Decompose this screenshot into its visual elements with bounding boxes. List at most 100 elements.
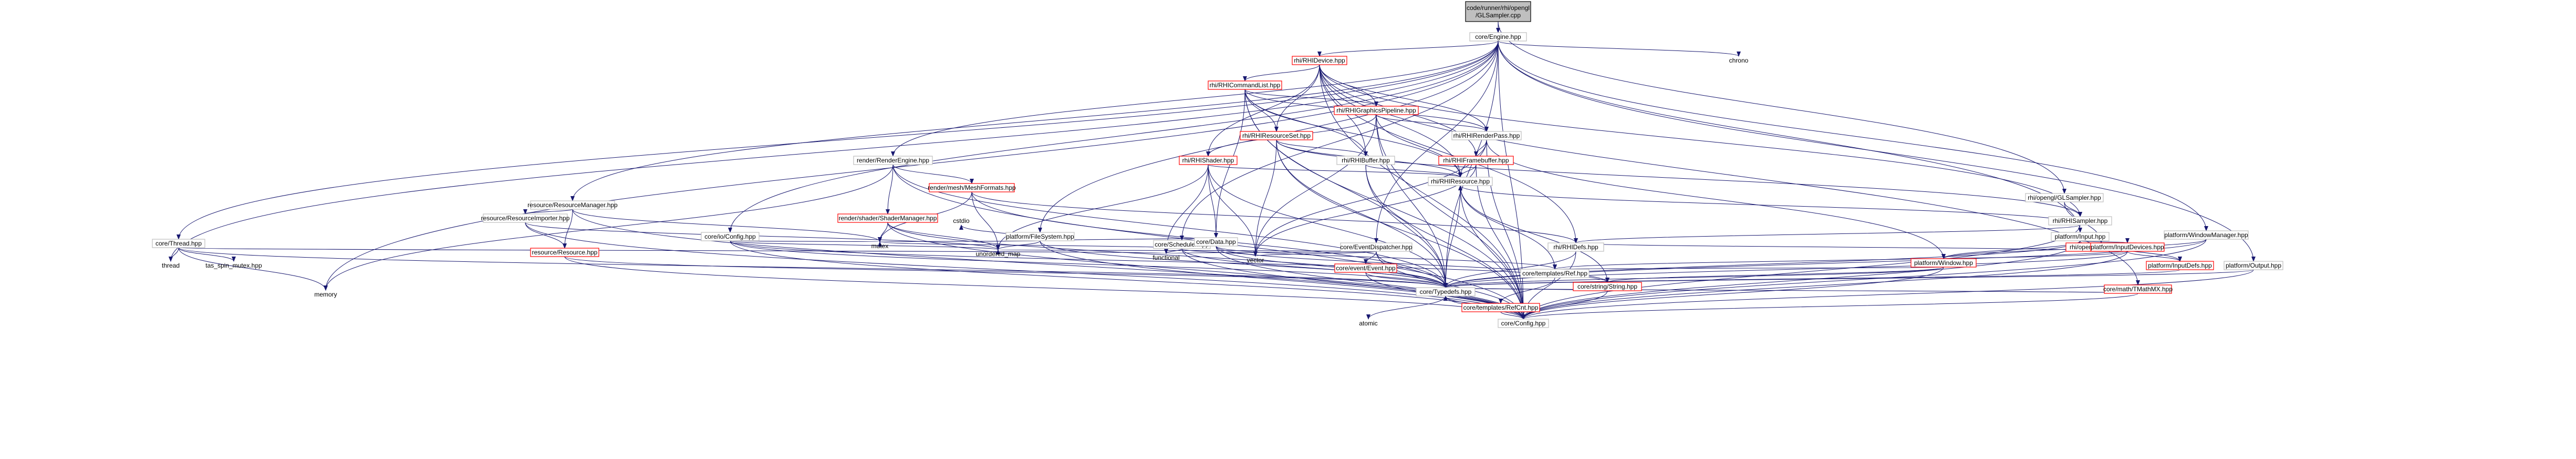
node-box — [1547, 242, 1604, 252]
edge-renderengine-to-memory — [324, 164, 894, 291]
node-label: functional — [1152, 254, 1179, 261]
node-gfxpipe[interactable]: rhi/RHIGraphicsPipeline.hpp — [1334, 106, 1419, 115]
edge-math-to-config — [1521, 293, 2138, 320]
node-box — [1573, 282, 1642, 291]
node-resource[interactable]: resource/Resource.hpp — [530, 248, 599, 257]
node-resmgr[interactable]: resource/ResourceManager.hpp — [527, 200, 618, 210]
edge-rhidevice-to-rhishader — [1206, 64, 1320, 157]
edge-rhidevice-to-cmdlist — [1243, 64, 1320, 81]
edge-rhiresource-to-string — [1460, 185, 1609, 283]
node-shadermgr[interactable]: render/shader/ShaderManager.hpp — [837, 213, 938, 223]
edge-resset-to-vector — [1253, 139, 1277, 257]
edge-resset-to-rhibuffer — [1276, 139, 1368, 157]
node-label: rhi/opengl/GLSampler.hpp — [2028, 194, 2101, 201]
node-math[interactable]: core/math/TMathMX.hpp — [2103, 284, 2173, 294]
node-typedefs[interactable]: core/Typedefs.hpp — [1416, 287, 1476, 297]
edge-inputdevices-to-ref — [1553, 251, 2128, 270]
node-box — [1910, 258, 1977, 268]
node-inputdefs[interactable]: platform/InputDefs.hpp — [2146, 261, 2214, 270]
node-filesystem[interactable]: platform/FileSystem.hpp — [1005, 232, 1075, 241]
node-event[interactable]: core/event/Event.hpp — [1334, 263, 1397, 273]
node-box — [1465, 1, 1531, 22]
edge-cmdlist-to-resset — [1244, 89, 1279, 132]
edge-framebuffer-to-rhiresource — [1458, 164, 1477, 178]
node-rhiresource[interactable]: rhi/RHIResource.hpp — [1428, 177, 1493, 186]
node-renderpass[interactable]: rhi/RHIRenderPass.hpp — [1451, 131, 1522, 140]
edge-gfxpipe-to-typedefs — [1376, 114, 1448, 288]
node-thread[interactable]: core/Thread.hpp — [152, 239, 205, 248]
node-box — [2104, 284, 2172, 294]
edge-renderengine-to-shadermgr — [886, 164, 894, 215]
node-label: core/io/Config.hpp — [704, 233, 756, 240]
edge-resource-to-typedefs — [564, 256, 1448, 288]
node-rhidefs[interactable]: rhi/RHIDefs.hpp — [1547, 242, 1604, 252]
node-glsampler_hpp[interactable]: rhi/opengl/GLSampler.hpp — [2025, 193, 2104, 202]
node-label: core/Typedefs.hpp — [1420, 288, 1472, 295]
edge-thread-to-typedefs — [178, 247, 1448, 288]
edge-thread-to-memory — [178, 247, 328, 291]
node-memory: memory — [314, 291, 337, 298]
node-box — [1179, 156, 1238, 165]
node-window[interactable]: platform/Window.hpp — [1910, 258, 1977, 268]
edge-rhidevice-to-resset — [1274, 64, 1320, 132]
node-output[interactable]: platform/Output.hpp — [2224, 261, 2283, 270]
node-label: core/Config.hpp — [1501, 320, 1546, 327]
edge-renderpass-to-window — [1486, 139, 1946, 259]
node-resset[interactable]: rhi/RHIResourceSet.hpp — [1240, 131, 1313, 140]
node-string[interactable]: core/string/String.hpp — [1573, 282, 1642, 291]
edge-resimporter-to-config — [525, 222, 1525, 320]
edge-engine-to-chrono — [1498, 40, 1741, 57]
edge-shadermgr-to-typedefs — [887, 222, 1448, 288]
edge-shadermgr-to-mutex — [878, 222, 888, 242]
node-rhidevice[interactable]: rhi/RHIDevice.hpp — [1292, 56, 1347, 65]
node-label: rhi/RHIDefs.hpp — [1553, 243, 1598, 251]
edge-resmgr-to-resimporter — [523, 209, 573, 215]
node-vector: vector — [1247, 257, 1264, 264]
node-cmdlist[interactable]: rhi/RHICommandList.hpp — [1208, 80, 1282, 90]
edge-engine-to-renderengine — [891, 40, 1499, 157]
edge-resset-to-typedefs — [1276, 139, 1448, 288]
node-eventdispatcher[interactable]: core/EventDispatcher.hpp — [1340, 242, 1412, 252]
node-config[interactable]: core/Config.hpp — [1498, 319, 1549, 328]
edge-ioconfig-to-unordered_map — [730, 240, 1000, 250]
node-ioconfig[interactable]: core/io/Config.hpp — [701, 232, 760, 241]
edge-scheduler-to-typedefs — [1181, 248, 1448, 288]
node-rhibuffer[interactable]: rhi/RHIBuffer.hpp — [1336, 156, 1395, 165]
node-renderengine[interactable]: render/RenderEngine.hpp — [853, 156, 933, 165]
edge-rhibuffer-to-typedefs — [1365, 164, 1448, 288]
node-box — [1451, 131, 1522, 140]
node-data[interactable]: core/Data.hpp — [1194, 237, 1238, 247]
edge-engine-to-ioconfig — [728, 40, 1499, 233]
node-box — [2146, 261, 2214, 270]
node-windowmgr[interactable]: platform/WindowManager.hpp — [2164, 230, 2249, 240]
node-label: platform/InputDefs.hpp — [2148, 262, 2212, 269]
node-refcnt[interactable]: core/templates/RefCnt.hpp — [1461, 303, 1540, 312]
node-box — [2090, 242, 2165, 252]
node-label: platform/Window.hpp — [1914, 259, 1973, 267]
node-box — [2048, 216, 2112, 226]
edge-renderengine-to-typedefs — [892, 164, 1448, 288]
node-box — [1461, 303, 1540, 312]
node-box — [152, 239, 205, 248]
node-root[interactable]: code/runner/rhi/opengl/GLSampler.cpp — [1465, 1, 1531, 22]
node-box — [837, 213, 938, 223]
node-rhisampler[interactable]: rhi/RHISampler.hpp — [2048, 216, 2112, 226]
node-label: core/templates/Ref.hpp — [1522, 270, 1587, 277]
node-label: resource/ResourceManager.hpp — [527, 201, 618, 209]
edge-data-to-typedefs — [1216, 246, 1448, 288]
node-framebuffer[interactable]: rhi/RHIFramebuffer.hpp — [1438, 156, 1514, 165]
edge-math-to-typedefs — [1445, 287, 2138, 294]
node-inputdevices[interactable]: platform/InputDevices.hpp — [2090, 242, 2165, 252]
edge-scheduler-to-functional — [1164, 248, 1182, 254]
node-ref[interactable]: core/templates/Ref.hpp — [1520, 269, 1590, 278]
node-label: core/Thread.hpp — [155, 240, 202, 247]
node-rhishader[interactable]: rhi/RHIShader.hpp — [1179, 156, 1238, 165]
node-label: rhi/RHISampler.hpp — [2053, 217, 2108, 225]
edge-engine-to-thread_std — [169, 40, 1499, 262]
node-tas_spin: tas_spin_mutex.hpp — [205, 262, 262, 269]
node-meshformats[interactable]: render/mesh/MeshFormats.hpp — [928, 183, 1016, 192]
node-input[interactable]: platform/Input.hpp — [2051, 232, 2110, 241]
node-engine[interactable]: core/Engine.hpp — [1469, 32, 1527, 42]
node-resimporter[interactable]: resource/ResourceImporter.hpp — [481, 213, 570, 223]
